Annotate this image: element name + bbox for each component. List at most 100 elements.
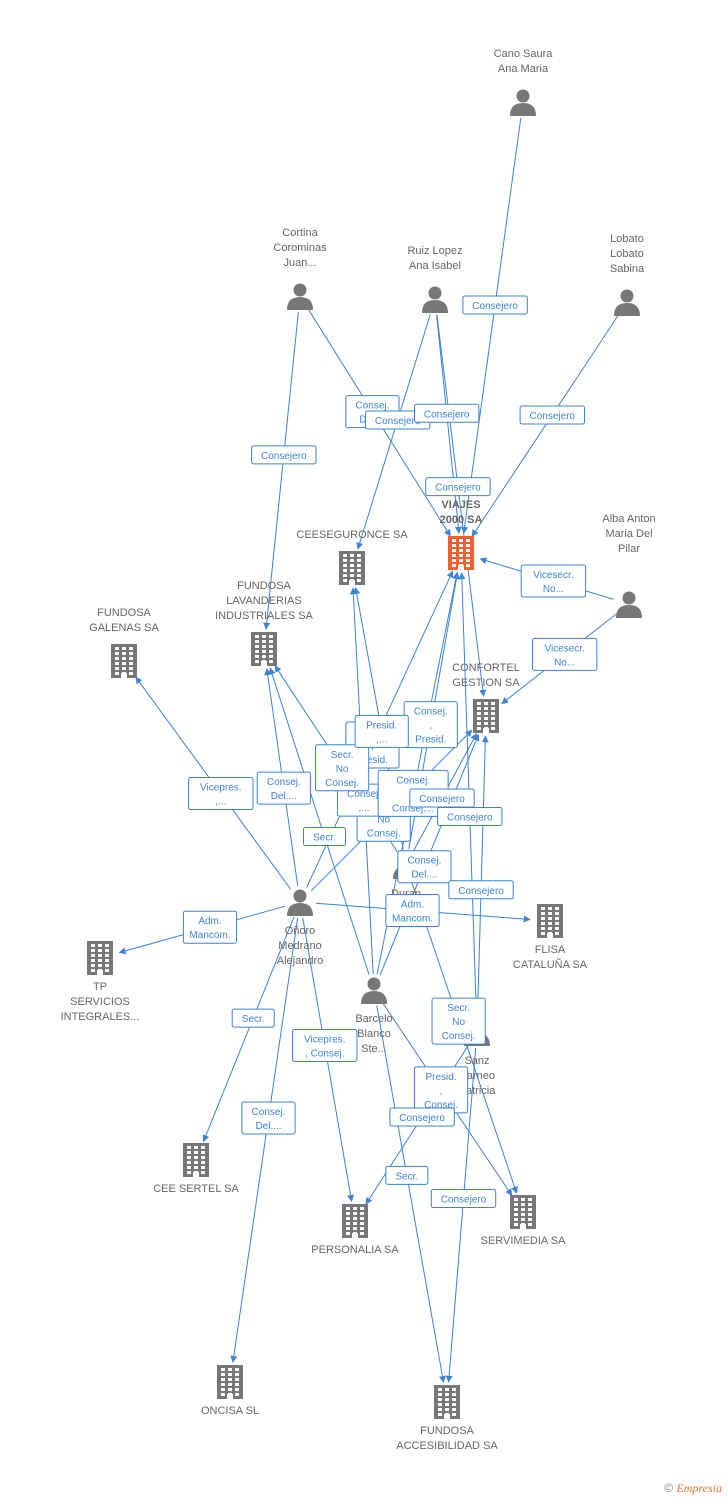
edge-label-lobato-viajes[interactable]: Consejero	[519, 405, 585, 425]
building-window	[194, 1151, 198, 1154]
building-icon[interactable]	[434, 1385, 460, 1419]
company-node-tp[interactable]: TPSERVICIOSINTEGRALES...	[61, 941, 140, 1023]
edge-label-onoro-personalia[interactable]: Vicepres., Consej.	[292, 1029, 358, 1063]
person-node-cortina[interactable]: CortinaCorominasJuan...	[273, 227, 327, 310]
edge-label-barcelo-servimedia[interactable]: Presid.,Consej.	[413, 1066, 469, 1114]
building-icon[interactable]	[183, 1143, 209, 1177]
building-window	[115, 667, 119, 670]
edge-label-box[interactable]	[448, 880, 514, 900]
edge-label-box[interactable]	[397, 850, 452, 884]
edge-label-duran-confortel[interactable]: Consejero	[409, 788, 475, 808]
person-icon[interactable]	[287, 283, 313, 311]
building-window	[262, 645, 266, 648]
edge-label-box[interactable]	[241, 1101, 296, 1135]
building-icon[interactable]	[339, 551, 365, 585]
person-icon[interactable]	[616, 591, 642, 619]
edge-label-onoro-oncisa[interactable]: Consej.Del....	[241, 1101, 296, 1135]
edge-label-barcelo-confortel[interactable]: Consej.Del....	[397, 850, 452, 884]
edge-label-box[interactable]	[431, 997, 486, 1045]
edge-label-box[interactable]	[531, 637, 598, 671]
building-window	[353, 1227, 357, 1230]
company-node-ceesertel[interactable]: CEE SERTEL SA	[153, 1143, 239, 1195]
edge-label-box[interactable]	[292, 1029, 358, 1063]
edge-label-cortina-fundosa_lav[interactable]: Consejero	[251, 445, 317, 465]
edge-label-sanz-viajes[interactable]: Consejero	[437, 806, 503, 826]
edge-label-box[interactable]	[188, 777, 254, 811]
edge-label-onoro-fundosa_lav[interactable]: Consej.Del....	[256, 771, 311, 805]
edge-label-box[interactable]	[437, 806, 503, 826]
building-icon[interactable]	[537, 904, 563, 938]
edge-label-alba-confortel[interactable]: Vicesecr.No...	[531, 637, 598, 671]
building-window	[105, 954, 109, 957]
edge-label-box[interactable]	[385, 1165, 429, 1185]
edge-label-barcelo-fundosa_lav[interactable]: Secr.	[303, 827, 346, 847]
edge-label-ruiz-viajes[interactable]: Consejero	[414, 403, 480, 423]
edge-label-box[interactable]	[389, 1107, 455, 1127]
edge-label-barcelo-fundosa_acc[interactable]: Secr.	[385, 1165, 429, 1185]
edge-label-box[interactable]	[251, 445, 317, 465]
edge-label-box[interactable]	[520, 564, 587, 598]
edge-label-cano-viajes[interactable]: Consejero	[462, 295, 528, 315]
person-icon[interactable]	[614, 289, 640, 317]
edge-label-box[interactable]	[425, 477, 491, 497]
building-icon[interactable]	[473, 699, 499, 733]
person-icon[interactable]	[422, 286, 448, 314]
edge-label-onoro-tp[interactable]: Adm.Mancom.	[182, 910, 238, 944]
edge-label-box[interactable]	[256, 771, 311, 805]
company-node-ceeseguronce[interactable]: CEESEGURONCE SA	[296, 529, 408, 585]
person-icon[interactable]	[287, 889, 313, 917]
edge-label-box[interactable]	[354, 714, 409, 748]
person-icon[interactable]	[510, 89, 536, 117]
person-icon[interactable]	[361, 977, 387, 1005]
brand-logo[interactable]: Empresia	[676, 1481, 722, 1495]
company-node-servimedia[interactable]: SERVIMEDIA SA	[481, 1195, 566, 1247]
company-node-oncisa[interactable]: ONCISA SL	[201, 1365, 259, 1417]
edge-label-duran-viajes[interactable]: Consej.,Presid.	[403, 701, 458, 749]
edge-label-box[interactable]	[414, 403, 480, 423]
building-window	[187, 1156, 191, 1159]
edge-label-box[interactable]	[303, 827, 346, 847]
edge-label-box[interactable]	[519, 405, 585, 425]
edge-label-onoro-flisa[interactable]: Adm.Mancom.	[385, 894, 440, 928]
edge-label-alba-viajes[interactable]: Vicesecr.No...	[520, 564, 587, 598]
edge-label-onoro-ceesertel[interactable]: Secr.	[231, 1008, 275, 1028]
building-icon[interactable]	[87, 941, 113, 975]
building-window	[459, 544, 463, 547]
building-icon[interactable]	[448, 536, 474, 570]
person-node-barcelo[interactable]: BarceloBlancoSte...	[355, 977, 393, 1056]
node-label: Ruiz Lopez	[407, 245, 462, 257]
building-icon[interactable]	[342, 1204, 368, 1238]
edge-label-box[interactable]	[231, 1008, 275, 1028]
edge-label-duran-ceeseguronce[interactable]: Presid.,...	[354, 714, 409, 748]
edge-label-box[interactable]	[462, 295, 528, 315]
building-icon[interactable]	[251, 632, 277, 666]
building-icon[interactable]	[217, 1365, 243, 1399]
edge-label-box[interactable]	[385, 894, 440, 928]
building-window	[91, 949, 95, 952]
edge-label-box[interactable]	[315, 744, 370, 792]
edge-label-sanz-fundosa_acc[interactable]: Consejero	[430, 1189, 497, 1208]
building-icon[interactable]	[111, 644, 137, 678]
edge-label-ruiz-confortel[interactable]: Consejero	[425, 477, 491, 497]
edge-label-box[interactable]	[430, 1189, 497, 1208]
building-icon[interactable]	[510, 1195, 536, 1229]
company-node-personalia[interactable]: PERSONALIA SA	[311, 1204, 399, 1256]
edge-label-box[interactable]	[182, 910, 238, 944]
edge-label-onoro-fundosa_gal[interactable]: Vicepres.,...	[188, 777, 254, 811]
edge-label-sanz-confortel[interactable]: Consejero	[448, 880, 514, 900]
building-window	[194, 1161, 198, 1164]
edge-label-sanz-personalia[interactable]: Consejero	[389, 1107, 455, 1127]
